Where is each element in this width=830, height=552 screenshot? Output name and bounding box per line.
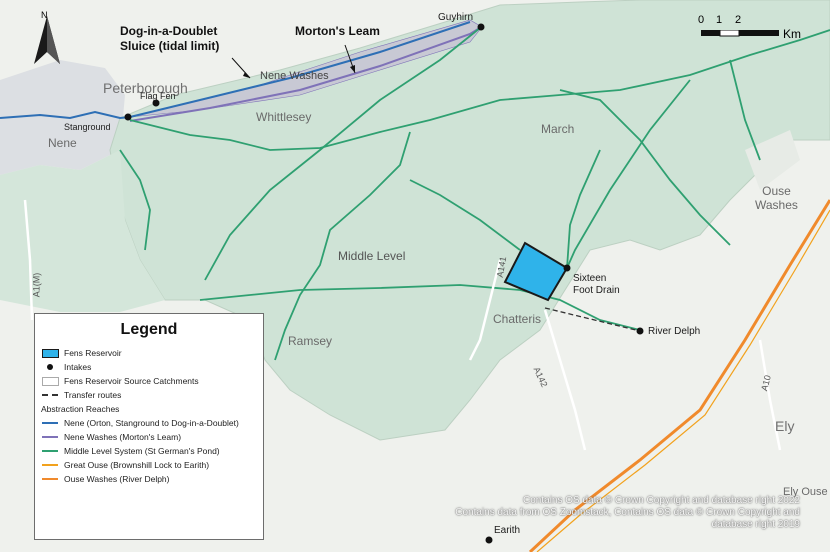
place-ouse-washes: Ouse Washes <box>755 184 798 212</box>
source-catchment-area <box>109 0 830 441</box>
nene-catchment-area <box>0 150 165 312</box>
place-chatteris: Chatteris <box>493 312 542 326</box>
transfer-route-line <box>544 307 641 332</box>
north-arrow-label: N <box>41 10 48 20</box>
middle-level-drains <box>119 27 830 361</box>
intake-stanground[interactable] <box>124 113 132 121</box>
legend-subheading: Abstraction Reaches <box>41 404 120 414</box>
place-ouse-washes-line1: Ouse <box>762 184 791 198</box>
place-ely-ouse: Ely Ouse <box>783 486 828 498</box>
place-guyhirn: Guyhirn <box>438 12 474 23</box>
place-ely: Ely <box>775 418 795 434</box>
place-sixteen-foot-line1: Sixteen <box>573 273 607 284</box>
place-whittlesey: Whittlesey <box>256 110 312 124</box>
legend-label-reach-nene: Nene (Orton, Stanground to Dog-in-a-Doub… <box>64 418 239 428</box>
scale-tick-1: 1 <box>716 14 723 26</box>
credit-line-2: Contains data from OS Zoomstack, Contain… <box>455 507 800 518</box>
road-a1m <box>23 199 34 321</box>
nene-washes-area <box>129 19 483 118</box>
scale-tick-0: 0 <box>698 14 705 26</box>
legend-label-intakes: Intakes <box>64 362 92 372</box>
road-label-a1m: A1(M) <box>31 272 42 298</box>
place-ramsey: Ramsey <box>288 334 333 348</box>
legend-label-reach-great-ouse: Great Ouse (Brownshill Lock to Earith) <box>64 460 210 470</box>
legend-label-fens-reservoir: Fens Reservoir <box>64 348 122 358</box>
legend-item-reach-middle-level: Middle Level System (St German's Pond) <box>35 446 263 456</box>
road-a142 <box>543 309 587 451</box>
reach-line-middle-level-icon <box>42 450 58 452</box>
river-great-ouse-line <box>528 199 830 552</box>
intake-flag-fen[interactable] <box>152 99 160 107</box>
place-stanground: Stanground <box>64 122 111 132</box>
legend-item-intakes: Intakes <box>35 362 263 372</box>
reach-line-nene-washes-icon <box>42 436 58 438</box>
map-credits: Contains OS data © Crown Copyright and d… <box>455 495 800 531</box>
sluice-annotation-line1: Dog-in-a-Doublet <box>120 24 218 38</box>
scale-bar-segments <box>701 30 779 37</box>
legend-title: Legend <box>120 321 178 338</box>
sluice-arrow-head <box>243 72 250 78</box>
credit-line-1: Contains OS data © Crown Copyright and d… <box>523 495 800 506</box>
legend-label-reach-ouse-washes: Ouse Washes (River Delph) <box>64 474 170 484</box>
mortons-leam-annotation: Morton's Leam <box>295 24 380 38</box>
legend-label-transfer-routes: Transfer routes <box>64 390 122 400</box>
place-middle-level: Middle Level <box>338 249 406 263</box>
intake-sixteen-foot-drain[interactable] <box>563 264 571 272</box>
intake-guyhirn[interactable] <box>477 23 485 31</box>
reach-line-ouse-washes-icon <box>42 478 58 480</box>
place-nene-washes: Nene Washes <box>260 70 329 82</box>
place-sixteen-foot-drain: Sixteen Foot Drain <box>573 273 620 297</box>
sluice-annotation: Dog-in-a-Doublet Sluice (tidal limit) <box>120 24 219 54</box>
place-nene: Nene <box>48 136 77 150</box>
intake-dot-icon <box>47 364 53 370</box>
place-sixteen-foot-line2: Foot Drain <box>573 285 620 296</box>
legend-item-catchments: Fens Reservoir Source Catchments <box>35 376 263 386</box>
legend-item-reach-great-ouse: Great Ouse (Brownshill Lock to Earith) <box>35 460 263 470</box>
intake-river-delph[interactable] <box>636 327 644 335</box>
legend-item-reach-nene-washes: Nene Washes (Morton's Leam) <box>35 432 263 442</box>
scale-bar: 0 1 2 Km <box>694 14 814 46</box>
road-a10 <box>758 339 782 451</box>
credit-line-3: database right 2019 <box>711 519 800 530</box>
reach-line-great-ouse-icon <box>42 464 58 466</box>
river-nene-washes-line <box>129 25 484 122</box>
place-flag-fen: Flag Fen <box>140 91 176 101</box>
mortons-leam-arrow-head <box>350 65 355 73</box>
catchment-swatch-icon <box>42 377 59 386</box>
place-earith: Earith <box>494 525 521 536</box>
legend-label-reach-middle-level: Middle Level System (St German's Pond) <box>64 446 220 456</box>
legend-item-fens-reservoir: Fens Reservoir <box>35 348 263 358</box>
place-river-delph: River Delph <box>648 326 701 337</box>
reservoir-swatch-icon <box>42 349 59 358</box>
reach-line-nene-icon <box>42 422 58 424</box>
legend-item-transfer-routes: Transfer routes <box>35 390 263 400</box>
legend-label-reach-nene-washes: Nene Washes (Morton's Leam) <box>64 432 182 442</box>
legend-label-catchments: Fens Reservoir Source Catchments <box>64 376 199 386</box>
scale-unit: Km <box>783 27 801 41</box>
intake-earith[interactable] <box>485 536 493 544</box>
north-arrow-icon <box>34 16 60 64</box>
sluice-annotation-line2: Sluice (tidal limit) <box>120 39 220 53</box>
place-march: March <box>541 122 575 136</box>
river-ouse-washes-line <box>536 209 830 552</box>
scale-tick-2: 2 <box>735 14 742 26</box>
ouse-washes-area <box>745 130 800 190</box>
legend-panel: Legend Fens Reservoir Intakes Fens Reser… <box>34 313 264 540</box>
legend-item-reach-ouse-washes: Ouse Washes (River Delph) <box>35 474 263 484</box>
dashed-line-icon <box>42 394 58 396</box>
road-a141 <box>468 259 502 361</box>
legend-item-reach-nene: Nene (Orton, Stanground to Dog-in-a-Doub… <box>35 418 263 428</box>
place-ouse-washes-line2: Washes <box>755 198 798 212</box>
place-peterborough: Peterborough <box>103 80 188 96</box>
